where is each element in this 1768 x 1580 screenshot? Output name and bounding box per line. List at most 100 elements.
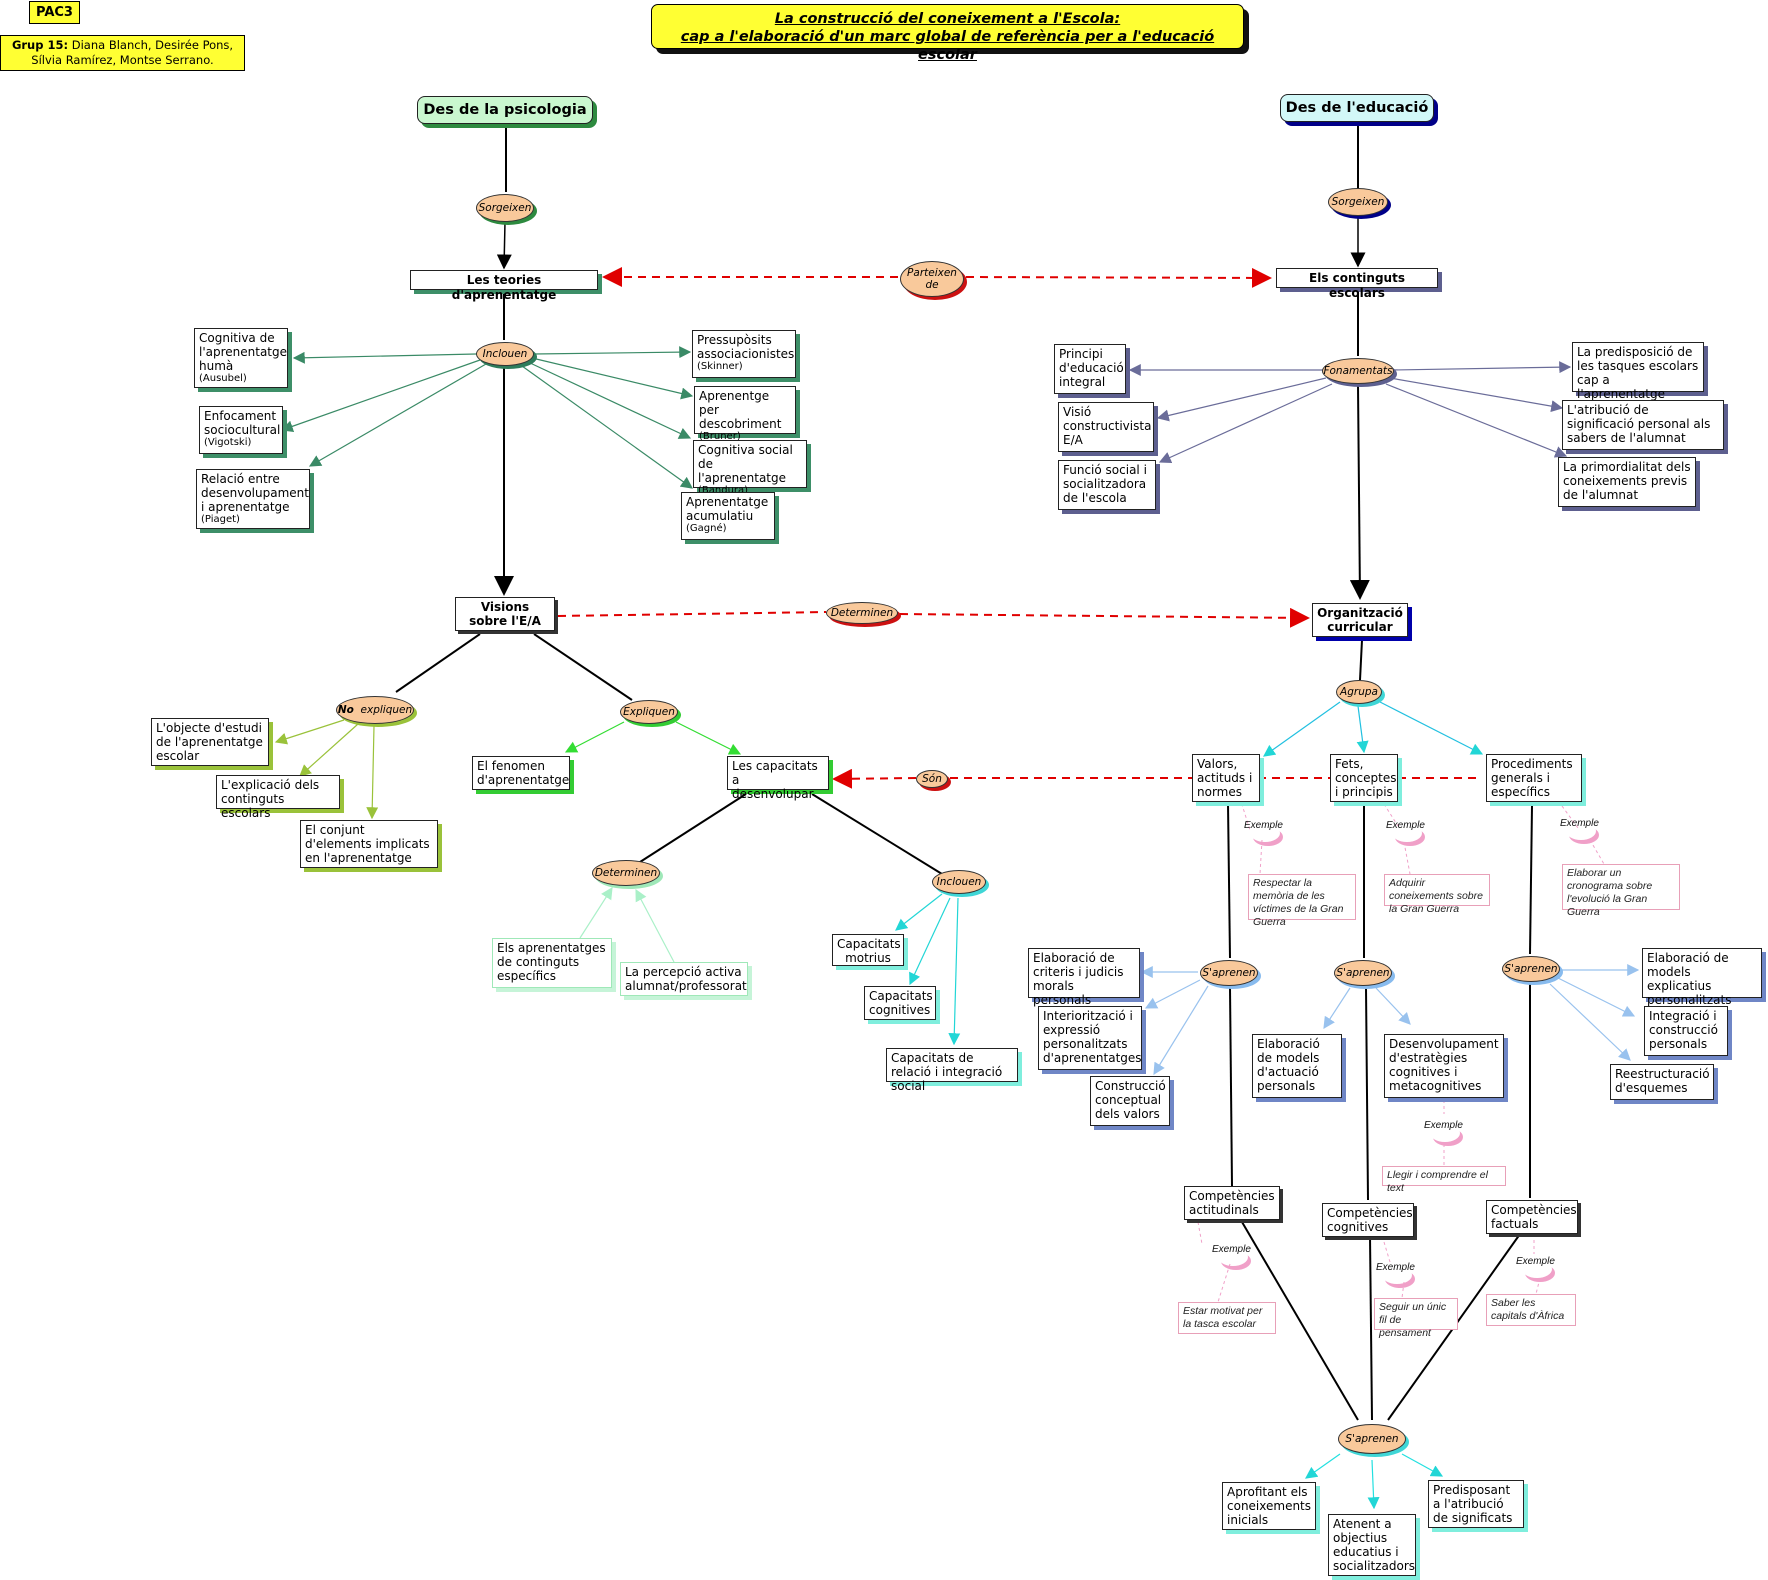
sorgeixen-psy-label: Sorgeixen	[478, 202, 532, 214]
root-educacio-label: Des de l'educació	[1285, 100, 1429, 116]
node-fenomen: El fenomen d'aprenentatge	[472, 756, 570, 790]
fonament-integral: Principi d'educació integral	[1054, 344, 1126, 394]
col-valors-text: Valors, actituds i normes	[1197, 757, 1253, 799]
organitzacio-label: Organització curricular	[1317, 606, 1403, 634]
theory-bruner-author: (Bruner)	[699, 431, 741, 442]
node-teories: Les teories d'aprenentatge	[410, 270, 598, 302]
det-item-aprenentatges: Els aprenentatges de continguts específi…	[492, 938, 612, 988]
final-item-predisposant-text: Predisposant a l'atribució de significat…	[1433, 1483, 1513, 1525]
no-expliquen-bold: No	[337, 704, 354, 716]
determinen-link-label: Determinen	[830, 607, 894, 619]
saprenen-valors-label: S'aprenen	[1202, 967, 1256, 979]
fonament-atribucio-text: L'atribució de significació personal als…	[1567, 403, 1711, 445]
theory-bandura: Cognitiva social de l'aprenentatge (Band…	[693, 440, 807, 496]
oval-expliquen: Expliquen	[620, 700, 678, 724]
cap-item-cognitives-text: Capacitats cognitives	[869, 989, 933, 1017]
proc-item-integracio-text: Integració i construcció personals	[1649, 1009, 1718, 1051]
valors-item-criteris-text: Elaboració de criteris i judicis morals …	[1033, 951, 1124, 1007]
theory-skinner-text: Pressupòsits associacionistes	[697, 333, 795, 361]
fets-item-models: Elaboració de models d'actuació personal…	[1252, 1034, 1342, 1098]
fonament-social: Funció social i socialitzadora de l'esco…	[1058, 460, 1156, 510]
oval-inclouen-cap: Inclouen	[932, 870, 986, 894]
example-marker-estrategies: Exemple	[1424, 1120, 1468, 1148]
no-expliquen-label: No expliquen	[338, 704, 412, 716]
node-organitzacio: Organització curricular	[1312, 603, 1408, 637]
theory-bandura-text: Cognitiva social de l'aprenentatge	[698, 443, 793, 485]
continguts-label: Els continguts escolars	[1309, 271, 1405, 300]
cap-item-cognitives: Capacitats cognitives	[864, 986, 936, 1020]
title-line-1: La construcció del coneixement a l'Escol…	[774, 11, 1121, 27]
oval-saprenen-fets: S'aprenen	[1334, 960, 1392, 986]
cap-item-motrius: Capacitats motrius	[832, 934, 904, 966]
example-label-actitudinals: Exemple	[1212, 1244, 1251, 1255]
group-members-2: Sílvia Ramírez, Montse Serrano.	[31, 53, 214, 67]
final-item-aprofitant-text: Aprofitant els coneixements inicials	[1227, 1485, 1312, 1527]
example-label-fets: Exemple	[1386, 820, 1425, 831]
example-procediments: Elaborar un cronograma sobre l'evolució …	[1562, 864, 1680, 918]
visions-label: Visions sobre l'E/A	[469, 600, 541, 628]
example-marker-cognitives: Exemple	[1376, 1262, 1420, 1290]
oval-sorgeixen-edu: Sorgeixen	[1328, 188, 1388, 216]
theory-bruner-text: Aprenentge per descobriment	[699, 389, 782, 431]
theory-bandura-author: (Bandura)	[698, 485, 749, 496]
comp-cognitives-text: Competències cognitives	[1327, 1206, 1413, 1234]
det-item-aprenentatges-text: Els aprenentatges de continguts específi…	[497, 941, 606, 983]
theory-vigotski-author: (Vigotski)	[204, 437, 252, 448]
fonament-previs-text: La primordialitat dels coneixements prev…	[1563, 460, 1691, 502]
theory-gagne: Aprenentatge acumulatiu (Gagné)	[681, 492, 775, 540]
root-educacio: Des de l'educació	[1280, 94, 1434, 122]
example-label-factuals: Exemple	[1516, 1256, 1555, 1267]
oval-saprenen-final: S'aprenen	[1338, 1424, 1406, 1454]
theory-bruner: Aprenentge per descobriment (Bruner)	[694, 386, 796, 442]
no-item-objecte-text: L'objecte d'estudi de l'aprenentatge esc…	[156, 721, 263, 763]
saprenen-final-label: S'aprenen	[1345, 1433, 1399, 1445]
no-expliquen-rest: expliquen	[360, 704, 413, 716]
saprenen-fets-label: S'aprenen	[1336, 967, 1390, 979]
fets-item-models-text: Elaboració de models d'actuació personal…	[1257, 1037, 1320, 1093]
col-procediments-text: Procediments generals i específics	[1491, 757, 1573, 799]
son-label: Són	[922, 773, 942, 785]
example-estrategies: Llegir i comprendre el text	[1382, 1166, 1506, 1194]
node-continguts: Els continguts escolars	[1276, 268, 1438, 300]
oval-inclouen-teories: Inclouen	[476, 342, 534, 366]
inclouen-cap-label: Inclouen	[936, 876, 982, 888]
theory-gagne-text: Aprenentatge acumulatiu	[686, 495, 769, 523]
parteixen-label: Parteixen de	[907, 267, 957, 291]
example-marker-valors: Exemple	[1244, 820, 1288, 848]
theory-ausubel: Cognitiva de l'aprenentatge humà (Ausube…	[194, 328, 288, 388]
final-item-aprofitant: Aprofitant els coneixements inicials	[1222, 1482, 1316, 1530]
comp-cognitives: Competències cognitives	[1322, 1203, 1414, 1237]
expliquen-label: Expliquen	[623, 706, 675, 718]
oval-saprenen-procediments: S'aprenen	[1502, 956, 1560, 982]
fonament-integral-text: Principi d'educació integral	[1059, 347, 1124, 389]
example-fets-text: Adquirir coneixements sobre la Gran Guer…	[1389, 877, 1483, 915]
sorgeixen-edu-label: Sorgeixen	[1331, 196, 1385, 208]
theory-piaget-text: Relació entre desenvolupament i aprenent…	[201, 472, 309, 514]
oval-determinen: Determinen	[592, 860, 660, 886]
col-procediments: Procediments generals i específics	[1486, 754, 1582, 802]
capacitats-label: Les capacitats a desenvolupar	[732, 759, 818, 801]
theory-vigotski-text: Enfocament sociocultural	[204, 409, 281, 437]
pac3-label: PAC3	[36, 5, 73, 20]
example-cognitives-text: Seguir un únic fil de pensament	[1379, 1301, 1447, 1339]
proc-item-models: Elaboració de models explicatius persona…	[1642, 948, 1762, 1007]
fets-item-estrategies: Desenvolupament d'estratègies cognitives…	[1384, 1034, 1504, 1098]
fonament-constructivista-text: Visió constructivista E/A	[1063, 405, 1152, 447]
cap-item-relacio-text: Capacitats de relació i integració socia…	[891, 1051, 1003, 1093]
inclouen-teories-label: Inclouen	[482, 348, 528, 360]
example-cognitives: Seguir un únic fil de pensament	[1374, 1298, 1458, 1339]
example-actitudinals: Estar motivat per la tasca escolar	[1178, 1302, 1276, 1334]
theory-gagne-author: (Gagné)	[686, 523, 727, 534]
no-item-objecte: L'objecte d'estudi de l'aprenentatge esc…	[151, 718, 269, 766]
pac3-badge: PAC3	[29, 1, 80, 24]
fonament-constructivista: Visió constructivista E/A	[1058, 402, 1154, 452]
fonament-atribucio: L'atribució de significació personal als…	[1562, 400, 1724, 450]
final-item-atenent-text: Atenent a objectius educatius i socialit…	[1333, 1517, 1416, 1573]
agrupa-label: Agrupa	[1340, 686, 1378, 698]
no-item-explicacio-text: L'explicació dels continguts escolars	[221, 778, 320, 820]
example-factuals-text: Saber les capitals d'Àfrica	[1491, 1297, 1565, 1322]
example-actitudinals-text: Estar motivat per la tasca escolar	[1183, 1305, 1263, 1330]
root-psicologia-label: Des de la psicologia	[423, 102, 587, 118]
node-visions: Visions sobre l'E/A	[455, 597, 555, 631]
oval-saprenen-valors: S'aprenen	[1200, 960, 1258, 986]
